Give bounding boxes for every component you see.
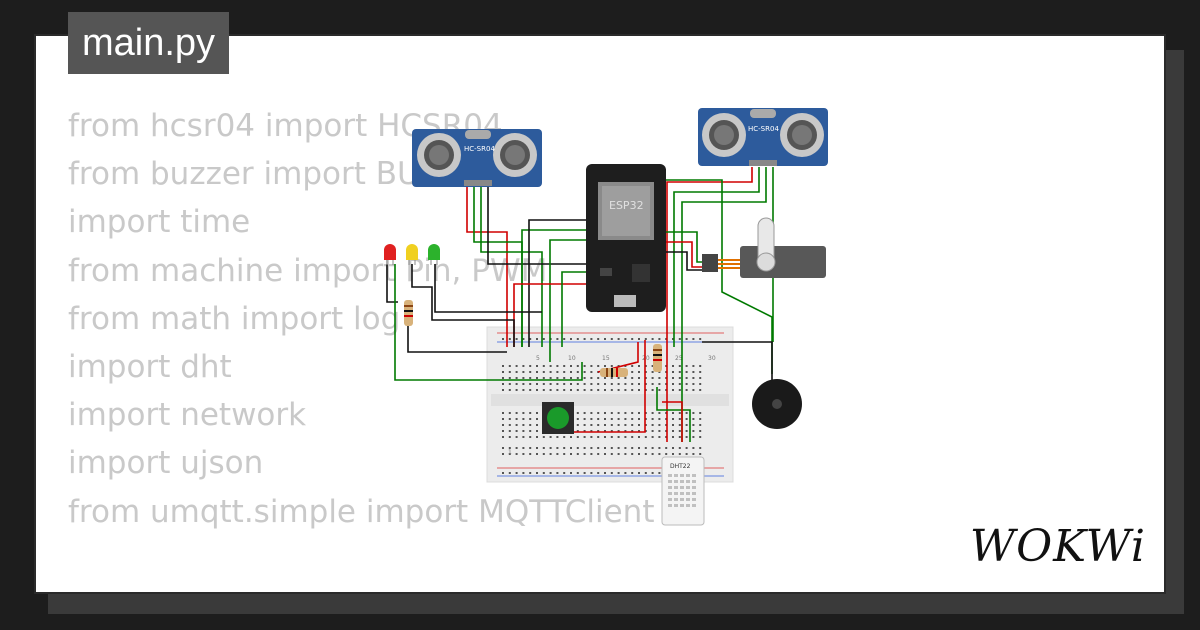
led-red[interactable] <box>384 244 396 265</box>
code-line: import network <box>68 397 307 434</box>
code-line: from umqtt.simple import MQTTClient <box>68 493 655 530</box>
bb-num-15: 15 <box>602 355 610 362</box>
resistor-right[interactable] <box>653 344 662 372</box>
filename-tab[interactable]: main.py <box>68 12 230 74</box>
buzzer[interactable] <box>752 379 802 429</box>
code-preview: from hcsr04 import HCSR04 from buzzer im… <box>68 102 655 592</box>
servo-motor[interactable] <box>702 217 826 278</box>
code-line: import ujson <box>68 445 264 482</box>
resistor-middle[interactable] <box>600 368 628 377</box>
resistor-left[interactable] <box>404 300 413 326</box>
esp32-label: ESP32 <box>609 199 644 212</box>
led-green[interactable] <box>428 244 440 265</box>
bb-num-25: 25 <box>675 355 683 362</box>
ultrasonic-sensor-left[interactable]: HC-SR04 <box>412 129 542 187</box>
bb-num-5: 5 <box>536 355 540 362</box>
wires <box>386 167 774 442</box>
bb-num-10: 10 <box>568 355 576 362</box>
circuit-diagram: 5 10 15 20 25 30 1 <box>384 108 828 526</box>
led-yellow[interactable] <box>406 244 418 265</box>
bb-num-1: 1 <box>508 449 512 456</box>
code-line: import dht <box>68 348 232 385</box>
code-line: from machine import Pin, PWM <box>68 252 548 289</box>
bb-num-20: 20 <box>642 355 650 362</box>
dht22-sensor[interactable]: DHT22 <box>661 456 705 526</box>
code-line: from math import log <box>68 300 401 337</box>
sensor-right-label: HC-SR04 <box>748 125 779 133</box>
code-line: import time <box>68 204 251 241</box>
ultrasonic-sensor-right[interactable]: HC-SR04 <box>698 108 828 166</box>
bb-num-30: 30 <box>708 355 716 362</box>
push-button[interactable] <box>542 402 574 434</box>
breadboard: 5 10 15 20 25 30 1 <box>486 326 734 483</box>
project-card[interactable]: from hcsr04 import HCSR04 from buzzer im… <box>34 34 1166 594</box>
code-line: MQTT_CLIENT_ID = "micropython" <box>68 584 654 592</box>
sensor-left-label: HC-SR04 <box>464 145 495 153</box>
dht22-label: DHT22 <box>670 463 691 470</box>
esp32-board[interactable]: ESP32 <box>586 164 666 312</box>
wokwi-logo: WOKWi <box>969 521 1146 572</box>
